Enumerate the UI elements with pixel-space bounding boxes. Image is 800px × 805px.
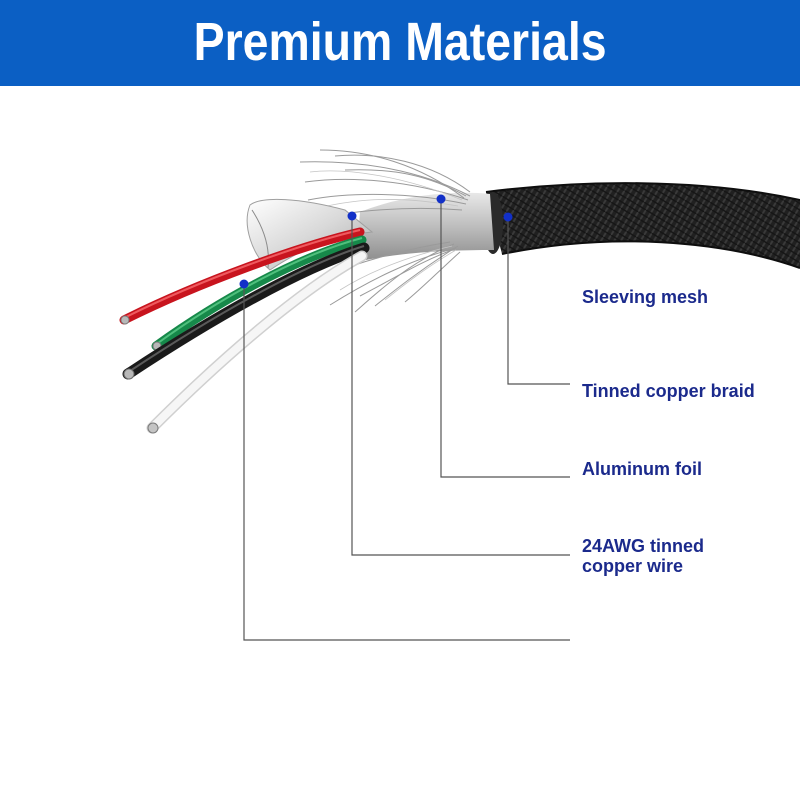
red-wire: [119, 227, 365, 325]
header-banner: Premium Materials: [0, 0, 800, 86]
label-copper-wire: 24AWG tinned copper wire: [582, 536, 704, 576]
label-sleeving-mesh: Sleeving mesh: [582, 287, 709, 307]
leader-lines: [243, 199, 570, 641]
label-tinned-copper-braid: Tinned copper braid: [582, 381, 755, 401]
tinned-copper-braid: [299, 149, 494, 313]
cable-diagram: [0, 86, 800, 800]
label-copper-wire-line2: copper wire: [582, 556, 684, 576]
page-title: Premium Materials: [193, 12, 607, 72]
label-aluminum-foil: Aluminum foil: [582, 459, 702, 479]
cable-cross-section-illustration: [119, 149, 800, 641]
black-wire: [122, 242, 370, 380]
sleeving-mesh: [483, 182, 800, 269]
white-wire: [146, 250, 368, 434]
callout-dot-sleeving: [503, 212, 513, 222]
callout-dot-foil: [347, 211, 357, 221]
callout-dot-wire: [239, 279, 249, 289]
label-copper-wire-line1: 24AWG tinned: [582, 536, 705, 556]
callout-dot-braid: [436, 194, 446, 204]
